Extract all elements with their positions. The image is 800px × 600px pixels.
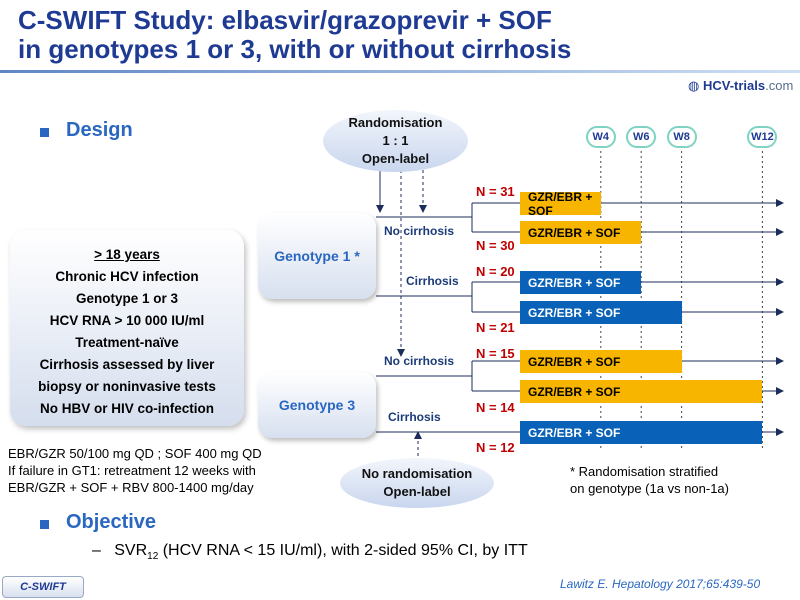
objective-definition: (HCV RNA < 15 IU/ml), with 2-sided 95% C… [158, 542, 528, 559]
criteria-age: > 18 years [94, 247, 160, 262]
week-marker-w4: W4 [585, 126, 616, 148]
arm-n-label: N = 30 [476, 238, 515, 253]
genotype-1-box: Genotype 1 * [258, 213, 376, 299]
week-marker-w12: W12 [747, 126, 778, 148]
design-bullet-icon [40, 128, 49, 137]
note-line-1: * Randomisation stratified [570, 464, 719, 479]
slide-title: C-SWIFT Study: elbasvir/grazoprevir + SO… [18, 6, 738, 64]
inclusion-criteria-box: > 18 years Chronic HCV infection Genotyp… [10, 230, 244, 426]
g1-no-cirrhosis-label: No cirrhosis [384, 224, 455, 238]
study-tag: C-SWIFT [2, 576, 84, 598]
arm-n-label: N = 15 [476, 346, 515, 361]
title-divider [0, 70, 800, 73]
randomisation-ratio: 1 : 1 [382, 133, 409, 148]
dosing-line-3: EBR/GZR + SOF + RBV 800-1400 mg/day [8, 480, 254, 495]
objective-text: – SVR12 (HCV RNA < 15 IU/ml), with 2-sid… [92, 542, 528, 562]
note-line-2: on genotype (1a vs non-1a) [570, 481, 729, 496]
g3-no-cirrhosis-label: No cirrhosis [384, 354, 455, 368]
randomisation-ellipse: Randomisation 1 : 1 Open-label [323, 110, 468, 172]
objective-svr: SVR [114, 542, 148, 559]
genotype-3-box: Genotype 3 [258, 372, 376, 438]
objective-bullet-icon [40, 520, 49, 529]
g1-cirrhosis-label: Cirrhosis [406, 274, 459, 288]
criteria-item: Genotype 1 or 3 [75, 291, 179, 306]
criteria-item: Treatment-naïve [75, 335, 179, 350]
no-randomisation-ellipse: No randomisation Open-label [340, 458, 494, 508]
no-randomisation-openlabel: Open-label [383, 484, 451, 499]
arm-n-label: N = 20 [476, 264, 515, 279]
randomisation-openlabel: Open-label [361, 151, 430, 166]
design-heading: Design [66, 119, 133, 141]
g3-cirrhosis-label: Cirrhosis [388, 410, 441, 424]
arm-bar: GZR/EBR + SOF [520, 350, 682, 373]
randomisation-label: Randomisation [348, 115, 443, 130]
title-line-1: C-SWIFT Study: elbasvir/grazoprevir + SO… [18, 5, 552, 35]
arm-bar: GZR/EBR + SOF [520, 271, 642, 294]
citation: Lawitz E. Hepatology 2017;65:439-50 [560, 577, 761, 591]
arm-bar: GZR/EBR + SOF [520, 421, 763, 444]
criteria-item: Chronic HCV infection [55, 269, 199, 284]
week-marker-w6: W6 [626, 126, 657, 148]
stratification-note: * Randomisation stratified on genotype (… [570, 463, 729, 497]
week-marker-w8: W8 [666, 126, 697, 148]
dosing-text: EBR/GZR 50/100 mg QD ; SOF 400 mg QD If … [8, 445, 262, 496]
objective-svr-sub: 12 [147, 551, 159, 563]
logo-icon: ◍ [688, 78, 700, 93]
title-line-2: in genotypes 1 or 3, with or without cir… [18, 34, 572, 64]
objective-dash: – [92, 542, 101, 559]
criteria-item: HCV RNA > 10 000 IU/ml [49, 313, 205, 328]
objective-heading: Objective [66, 511, 157, 533]
dosing-line-1: EBR/GZR 50/100 mg QD ; SOF 400 mg QD [8, 446, 262, 461]
arm-bar: GZR/EBR + SOF [520, 221, 642, 244]
arm-bar: GZR/EBR + SOF [520, 380, 763, 403]
arm-n-label: N = 31 [476, 184, 515, 199]
no-randomisation-label: No randomisation [361, 466, 473, 481]
criteria-item: No HBV or HIV co-infection [39, 401, 214, 416]
logo-suffix: .com [765, 78, 794, 93]
criteria-item: biopsy or noninvasive tests [38, 379, 216, 394]
arm-bar: GZR/EBR + SOF [520, 190, 601, 218]
arm-n-label: N = 21 [476, 320, 515, 335]
logo-brand: HCV-trials [702, 78, 766, 93]
arm-n-label: N = 12 [476, 440, 515, 455]
arm-bar: GZR/EBR + SOF [520, 301, 682, 324]
criteria-item: Cirrhosis assessed by liver [39, 357, 215, 372]
dosing-line-2: If failure in GT1: retreatment 12 weeks … [8, 463, 256, 478]
hcv-trials-logo: ◍ HCV-trials.com [688, 78, 793, 94]
arm-n-label: N = 14 [476, 400, 515, 415]
